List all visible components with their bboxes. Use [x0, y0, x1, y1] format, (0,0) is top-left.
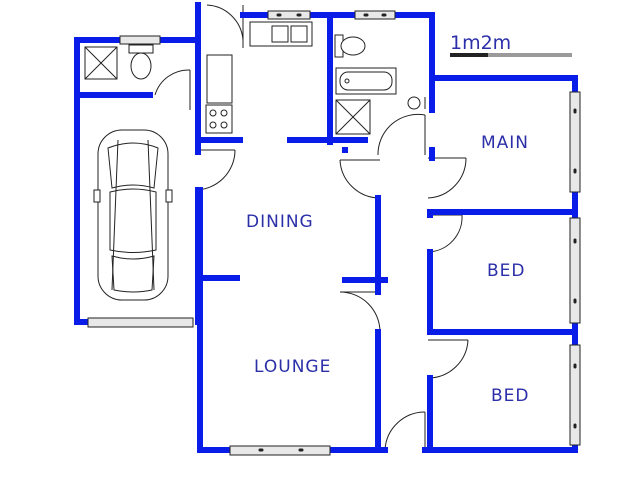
toilet-icon-2	[334, 34, 366, 58]
stove-icon	[205, 104, 233, 134]
window-bed2	[569, 344, 581, 446]
room-labels: MAIN DINING BED LOUNGE BED	[246, 133, 530, 406]
kitchen-sink-icon	[249, 21, 313, 47]
kitchen-counter	[206, 20, 244, 104]
room-label-main: MAIN	[481, 133, 529, 153]
window-garage	[87, 317, 194, 328]
window-bath1	[119, 35, 161, 45]
scale-bar: 1m2m	[450, 32, 572, 57]
car-icon	[93, 129, 173, 301]
shower-icon	[84, 46, 118, 80]
window-kitchen	[267, 10, 311, 20]
room-label-dining: DINING	[246, 212, 314, 232]
room-label-bed-2: BED	[491, 386, 530, 406]
windows	[87, 10, 581, 456]
window-bed1	[569, 217, 581, 324]
window-lounge	[229, 445, 331, 456]
basin-icon	[407, 96, 426, 110]
toilet-icon	[128, 44, 154, 80]
window-bath2	[354, 10, 396, 20]
room-label-lounge: LOUNGE	[254, 357, 331, 377]
room-label-bed-1: BED	[487, 261, 526, 281]
window-main	[569, 91, 581, 193]
bathtub-icon	[335, 67, 397, 95]
shower-icon-2	[335, 99, 371, 135]
scale-label: 1m2m	[450, 32, 511, 54]
